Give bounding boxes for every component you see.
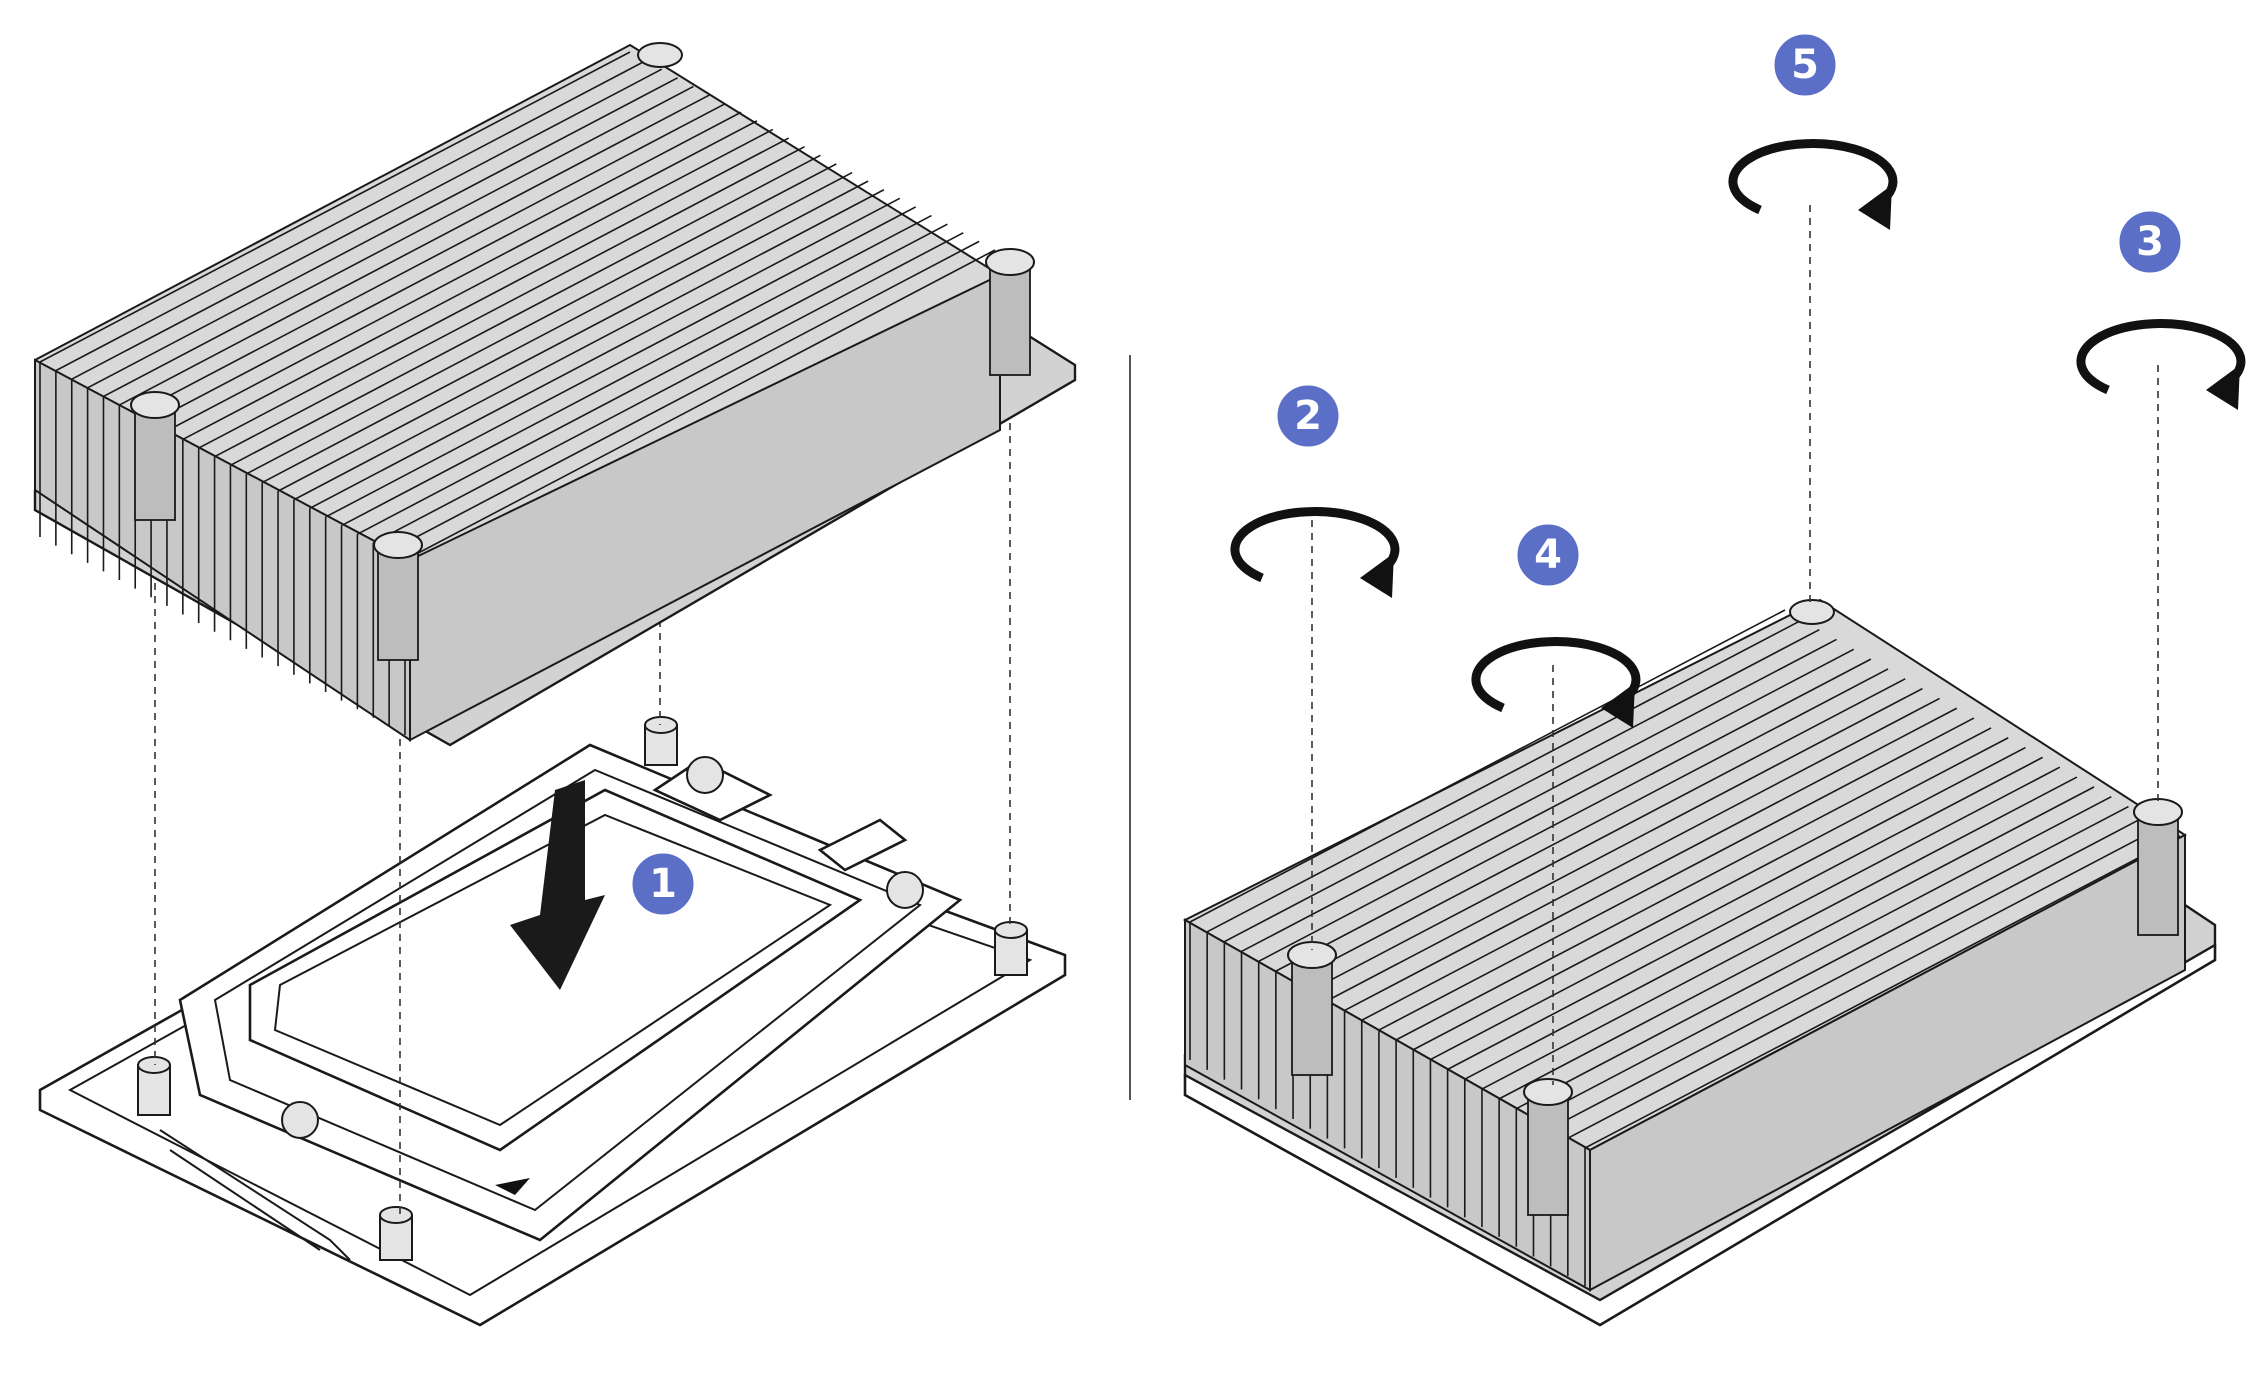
fin-edge [388, 240, 980, 553]
fin-edge [39, 51, 631, 363]
clockwise-arrow-icon [1471, 637, 1641, 728]
fin-edge [293, 189, 885, 501]
rotation-guides [1311, 205, 2159, 1085]
spring-screw-rear [637, 42, 683, 68]
fin-edge [118, 94, 710, 406]
fin-edge [1412, 737, 2009, 1051]
socket-post-front [379, 1206, 413, 1261]
fin-edge [341, 214, 932, 527]
fin-edge [1464, 766, 2061, 1080]
step-badge-label: 5 [1791, 42, 1819, 88]
fin-edge [166, 120, 758, 432]
fin-edge [1206, 619, 1803, 933]
fin-edge [230, 154, 821, 467]
fin-edge [404, 249, 996, 561]
clockwise-arrow-icon [1728, 139, 1898, 230]
fin-edge [372, 232, 964, 544]
fin-edge [103, 85, 694, 398]
fin-edge [1292, 668, 1889, 982]
step-badge-4: 4 [1514, 521, 1582, 589]
fin-edge [1481, 776, 2078, 1090]
fin-edge [1327, 687, 1923, 1002]
down-arrow-icon [510, 780, 605, 990]
step-badge-5: 5 [1771, 31, 1839, 99]
fin-edge [309, 197, 901, 510]
fin-edge [1567, 825, 2164, 1139]
alignment-guides [154, 410, 1011, 1215]
fin-edge [1361, 707, 1958, 1021]
fin-edge [214, 145, 805, 458]
fin-edge [1498, 786, 2095, 1100]
socket-post-front-left [137, 1056, 171, 1116]
step-badge-3: 3 [2116, 208, 2184, 276]
fin-edge [1430, 746, 2026, 1061]
fin-edge [134, 102, 726, 415]
spring-screw-front [373, 531, 423, 661]
fin-edge [277, 180, 869, 492]
processor-socket [38, 716, 1067, 1327]
step-badge-label: 1 [649, 861, 677, 907]
fin-edge [357, 223, 948, 535]
spring-screw-right [985, 248, 1035, 376]
heat-sink-fins [39, 51, 996, 735]
step-badge-1: 1 [629, 850, 697, 918]
spring-screw-left [130, 391, 180, 521]
fin-edge [1447, 756, 2043, 1071]
step-badge-label: 2 [1294, 393, 1322, 439]
step-badge-2: 2 [1274, 382, 1342, 450]
fin-edge [87, 77, 678, 389]
socket-post-right [994, 921, 1028, 976]
step-badge-label: 3 [2136, 219, 2164, 265]
fin-edge [1189, 609, 1786, 923]
fin-edge [1275, 658, 1872, 972]
fin-edge [1550, 815, 2147, 1130]
heat-sink-lifted [33, 42, 1077, 747]
fin-edge [325, 206, 917, 518]
fin-edge [1309, 678, 1906, 992]
heat-sink-installed [1182, 598, 2217, 1302]
clockwise-arrow-icon [1230, 507, 1400, 598]
spring-screw-installed-rear [1789, 599, 1835, 625]
fin-edge [150, 111, 742, 423]
fin-edge [1223, 628, 1820, 943]
fin-edge [1395, 727, 1992, 1041]
fin-edge [261, 171, 853, 484]
fin-edge [1344, 697, 1940, 1012]
frame-screw-icon [281, 1101, 319, 1139]
fin-edge [198, 137, 790, 449]
fin-edge [245, 163, 837, 475]
fin-edge [1378, 717, 1975, 1031]
clockwise-arrow-icon [2076, 319, 2246, 410]
right-panel: 2 3 4 5 [1182, 31, 2246, 1327]
fin-edge [1584, 835, 2181, 1149]
spring-screw-installed-left [1287, 941, 1337, 1076]
fin-edge [1533, 805, 2129, 1120]
fin-edge [71, 68, 663, 380]
fin-edge [1515, 795, 2112, 1110]
frame-screw-icon [886, 871, 924, 909]
fin-edge [1241, 638, 1837, 953]
left-panel: 1 [33, 42, 1077, 1327]
frame-screw-icon [686, 756, 724, 794]
heat-sink-fins [1189, 609, 2181, 1286]
step-badge-label: 4 [1534, 532, 1562, 578]
socket-post-rear [644, 716, 678, 766]
spring-screw-installed-right [2133, 798, 2183, 936]
fin-edge [55, 59, 647, 372]
fin-edge [1258, 648, 1855, 963]
fin-edge [182, 128, 774, 441]
spring-screw-installed-front [1523, 1078, 1573, 1216]
